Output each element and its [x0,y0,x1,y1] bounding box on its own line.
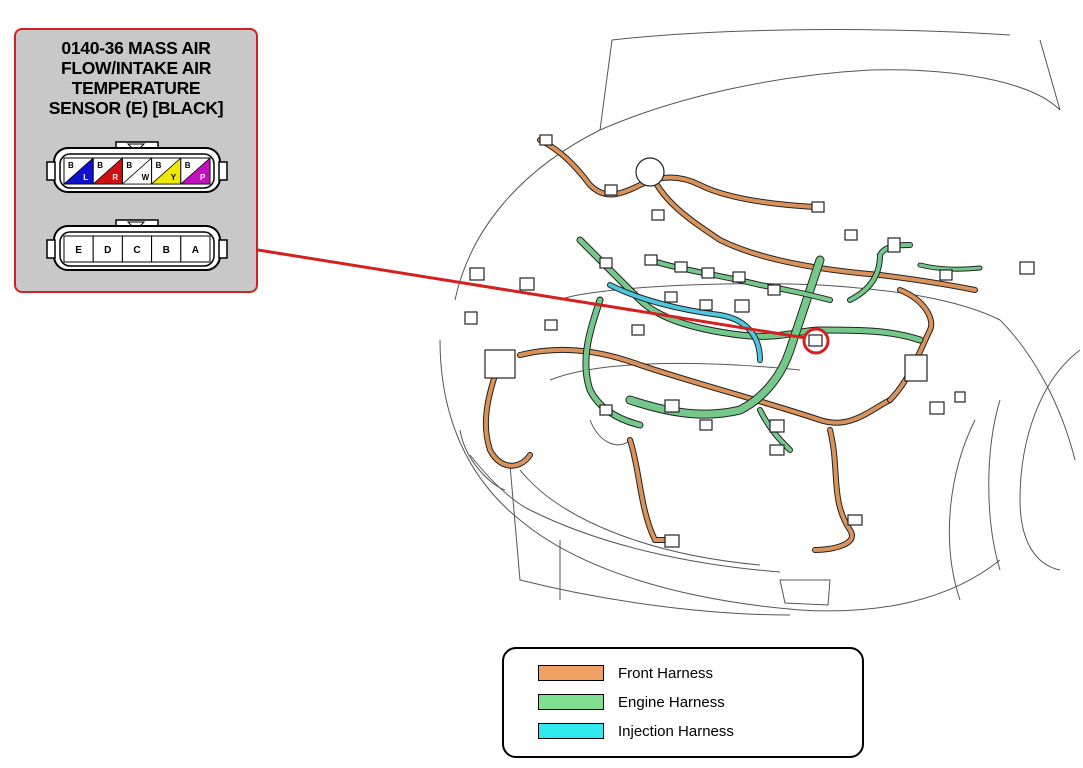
pin-label: C [133,245,140,256]
legend-label: Front Harness [618,664,714,682]
terminal-stripe-color: Y [171,173,177,182]
legend-item-front-harness: Front Harness [538,663,713,683]
pin-cell [63,235,94,263]
injection-harness-wires [607,282,763,363]
wire-color-fill [179,157,211,185]
connector-blocks [464,134,1035,548]
terminal-stripe-color: P [200,173,206,182]
pin-cell [151,235,182,263]
legend-label: Engine Harness [618,693,725,711]
harness-legend: Front Harness Engine Harness Injection H… [502,647,864,758]
callout-leader-line [257,248,807,340]
legend-swatch [538,723,604,739]
connector-title-line: TEMPERATURE [71,78,201,98]
terminal-base-color: B [68,161,74,170]
terminal-stripe-color: W [142,173,150,182]
pin-label: D [104,245,111,256]
legend-swatch [538,694,604,710]
legend-item-engine-harness: Engine Harness [538,692,725,712]
terminal-base-color: B [126,161,132,170]
terminal-stripe-color: R [112,173,118,182]
pin-label: E [75,245,82,256]
connector-title: 0140-36 MASS AIR FLOW/INTAKE AIR TEMPERA… [16,38,256,118]
terminal-stripe-color: L [83,173,88,182]
grommet [635,157,665,187]
terminal-base-color: B [97,161,103,170]
connector-callout-box: 0140-36 MASS AIR FLOW/INTAKE AIR TEMPERA… [14,28,258,293]
connector-title-line: FLOW/INTAKE AIR [60,58,212,78]
pin-label: B [163,245,170,256]
pin-label: A [192,245,199,256]
legend-label: Injection Harness [618,722,734,740]
pin-cell [180,235,211,263]
engine-harness-wires [576,236,983,453]
sensor-connector-mark [808,334,823,347]
legend-item-injection-harness: Injection Harness [538,721,734,741]
car-body-outline [439,29,1081,616]
connector-title-line: 0140-36 MASS AIR [61,38,211,58]
terminal-base-color: B [156,161,162,170]
front-harness-wires [482,137,978,553]
terminal-base-color: B [185,161,191,170]
connector-title-line: SENSOR (E) [BLACK] [48,98,224,118]
legend-swatch [538,665,604,681]
